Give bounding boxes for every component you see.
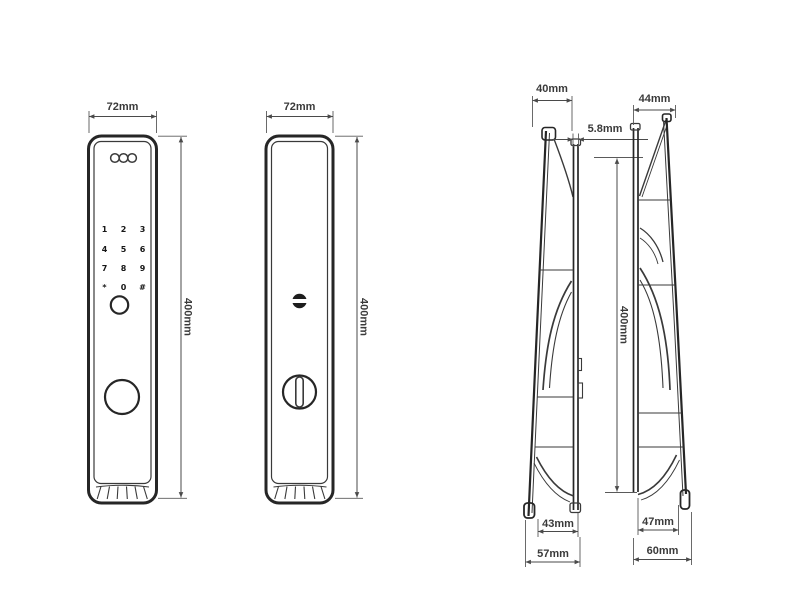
front-width-label: 72mm [107,101,139,113]
right-profile-inner-bottom-dimension: 47mm [637,498,679,535]
left-profile-top-width-label: 40mm [536,83,568,95]
keypad-key-3: 3 [140,225,146,234]
front-body-inner-outline [93,140,152,485]
thumbturn-grip [294,376,304,408]
right-profile-handle-scurve [639,227,664,263]
right-profile-bottom-curve [637,454,678,496]
left-profile-inner-bottom-label: 43mm [542,518,574,530]
back-height-label: 400mm [358,298,370,336]
left-profile-tab-1 [577,357,583,372]
indicator-light-1 [109,152,120,164]
right-profile-top-diagonal [638,119,667,197]
keypad-key-6: 6 [140,245,146,254]
right-profile-back-edge [665,117,688,495]
front-height-dimension: 400mm [158,135,194,499]
keypad-key-5: 5 [121,245,127,254]
right-profile-plate-top-cap [629,122,641,131]
side-profile-height-label: 400mm [618,306,630,344]
right-profile-back-edge-inner [663,120,684,497]
left-profile-outer-bottom-label: 57mm [537,548,569,560]
left-profile-front-edge-inner [531,132,550,514]
left-profile-bottom-curve-inner [533,462,571,503]
right-profile-top-width-label: 44mm [639,93,671,105]
indicator-light-3 [127,152,138,164]
back-width-dimension: 72mm [266,101,334,133]
left-profile-top-width-dimension: 40mm [532,83,573,131]
keyhole-icon [291,293,308,309]
left-profile-handle-curve-inner [548,291,572,389]
front-width-dimension: 72mm [88,101,157,133]
keypad-key-hash: # [139,283,146,292]
left-profile-top-cap [541,126,557,141]
doorbell-button-circle [109,295,130,315]
left-profile-bottom-cap [523,502,536,519]
left-profile-plate-top-cap [570,138,582,147]
left-profile-outer-bottom-dimension: 57mm [525,520,581,567]
front-ribbed-base [95,484,150,500]
front-body-outline [87,134,158,505]
right-profile-inner-bottom-label: 47mm [642,516,674,528]
plate-thickness-dimension: 5.8mm [552,123,648,147]
right-profile-bottom-cap [679,489,691,510]
right-profile-top-diagonal-inner [641,123,668,198]
side-profile-right: 44mm 47mm 60mm [629,93,692,565]
side-profile-left: 40mm 5.8mm 43mm 57mm [523,83,648,567]
indicator-lights-icon [109,152,138,164]
left-profile-front-edge [527,130,548,517]
left-profile-tab-2 [577,382,584,399]
keypad-key-0: 0 [121,283,127,292]
right-profile-handle-curve-outer [639,267,671,391]
front-height-label: 400mm [182,298,194,336]
keypad-key-8: 8 [121,264,127,273]
back-body-outline [264,134,335,505]
side-profile-height-dimension: 400mm [594,157,643,493]
right-profile-outer-bottom-dimension: 60mm [633,512,692,565]
thumbturn-knob [281,374,318,410]
back-ribbed-base [273,484,327,500]
keypad-key-7: 7 [102,264,108,273]
front-view: 1 2 3 4 5 6 7 8 9 * 0 # [87,101,194,505]
left-profile-inner-bottom-dimension: 43mm [537,513,579,537]
back-body-inner-outline [270,140,329,485]
right-profile-handle-curve-inner [639,279,664,389]
right-profile-outer-bottom-label: 60mm [647,545,679,557]
left-profile-bottom-curve [535,456,574,497]
keypad-key-4: 4 [102,245,108,254]
right-profile-top-width-dimension: 44mm [633,93,676,125]
keypad: 1 2 3 4 5 6 7 8 9 * 0 # [102,225,146,292]
right-profile-bottom-curve-inner [640,459,680,501]
left-profile-top-curve [553,138,574,198]
back-height-dimension: 400mm [335,135,370,499]
plate-thickness-label: 5.8mm [588,123,623,135]
left-profile-handle-curve-outer [542,280,573,391]
keypad-key-9: 9 [140,264,146,273]
indicator-light-2 [118,152,129,164]
left-profile-plate-bottom-cap [569,502,582,514]
back-width-label: 72mm [284,101,316,113]
keypad-key-2: 2 [121,225,127,234]
right-profile-handle-scurve-inner [639,237,659,265]
keypad-key-1: 1 [102,225,108,234]
back-view: 72mm 400mm [264,101,370,505]
keyhole-slot [291,299,308,303]
knob-circle [103,378,141,416]
keypad-key-star: * [102,283,107,292]
